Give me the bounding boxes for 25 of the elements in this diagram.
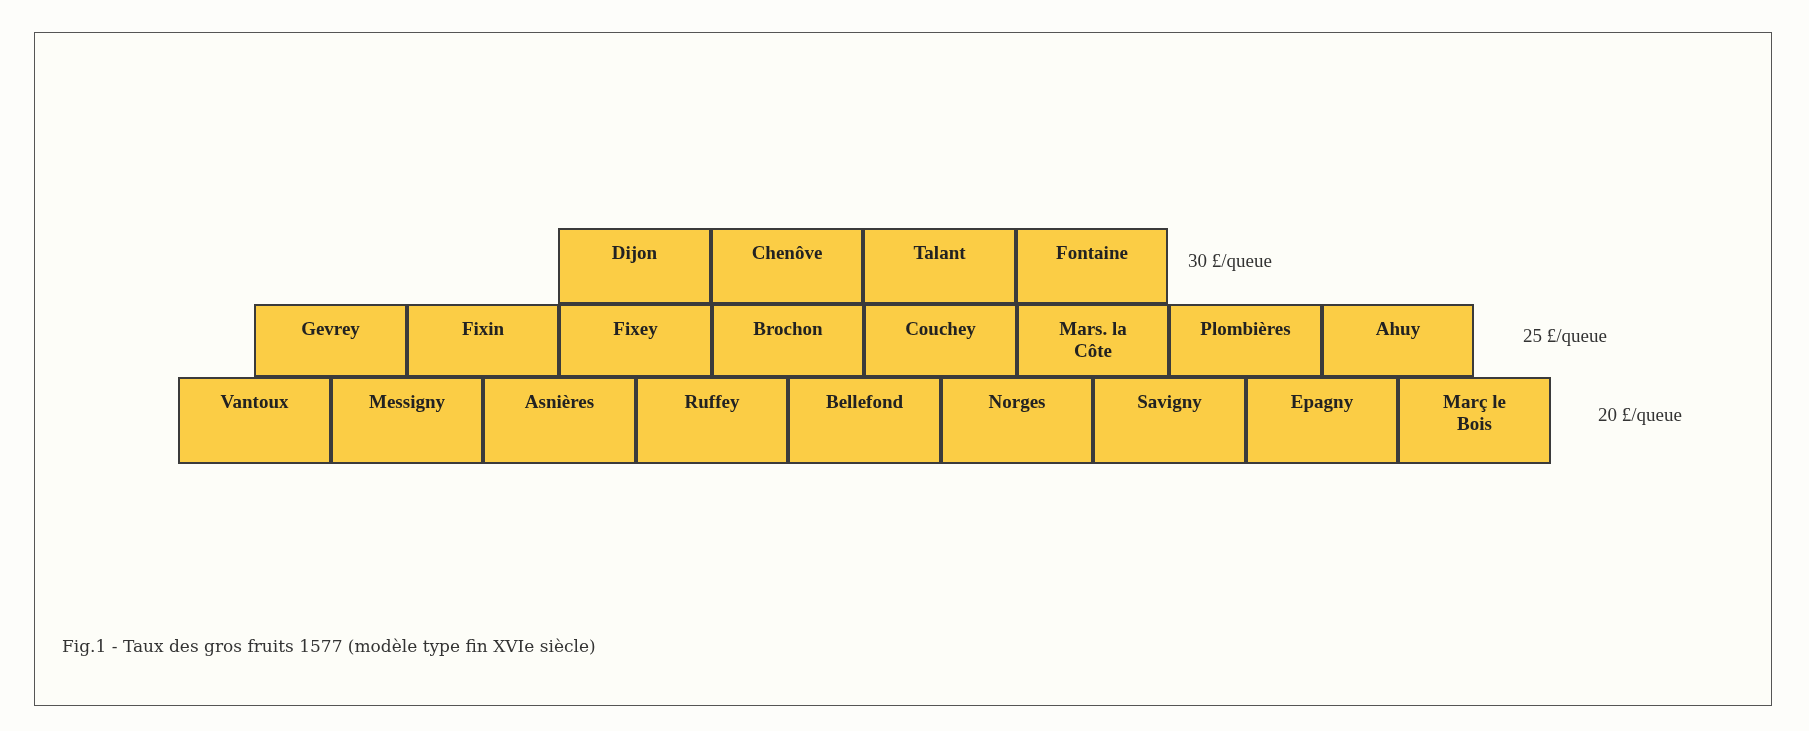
rate-label: 20 £/queue bbox=[1598, 404, 1682, 426]
village-box: Couchey bbox=[864, 304, 1017, 377]
figure-caption: Fig.1 - Taux des gros fruits 1577 (modèle type fin XVIe siècle) bbox=[62, 636, 596, 656]
village-box: Dijon bbox=[558, 228, 711, 304]
village-box: Asnières bbox=[483, 377, 636, 464]
rate-label: 30 £/queue bbox=[1188, 250, 1272, 272]
village-box: Gevrey bbox=[254, 304, 407, 377]
village-box: Savigny bbox=[1093, 377, 1246, 464]
village-box: Fontaine bbox=[1016, 228, 1168, 304]
rate-label: 25 £/queue bbox=[1523, 325, 1607, 347]
village-box: Ahuy bbox=[1322, 304, 1474, 377]
village-box: Messigny bbox=[331, 377, 483, 464]
village-box: Brochon bbox=[712, 304, 864, 377]
village-box: Plombières bbox=[1169, 304, 1322, 377]
village-box: Talant bbox=[863, 228, 1016, 304]
village-box: Chenôve bbox=[711, 228, 863, 304]
village-box: Norges bbox=[941, 377, 1093, 464]
village-box: Vantoux bbox=[178, 377, 331, 464]
village-box: Mars. la Côte bbox=[1017, 304, 1169, 377]
village-box: Fixin bbox=[407, 304, 559, 377]
village-box: Fixey bbox=[559, 304, 712, 377]
village-box: Epagny bbox=[1246, 377, 1398, 464]
village-box: Ruffey bbox=[636, 377, 788, 464]
village-box: Bellefond bbox=[788, 377, 941, 464]
village-box: Març le Bois bbox=[1398, 377, 1551, 464]
